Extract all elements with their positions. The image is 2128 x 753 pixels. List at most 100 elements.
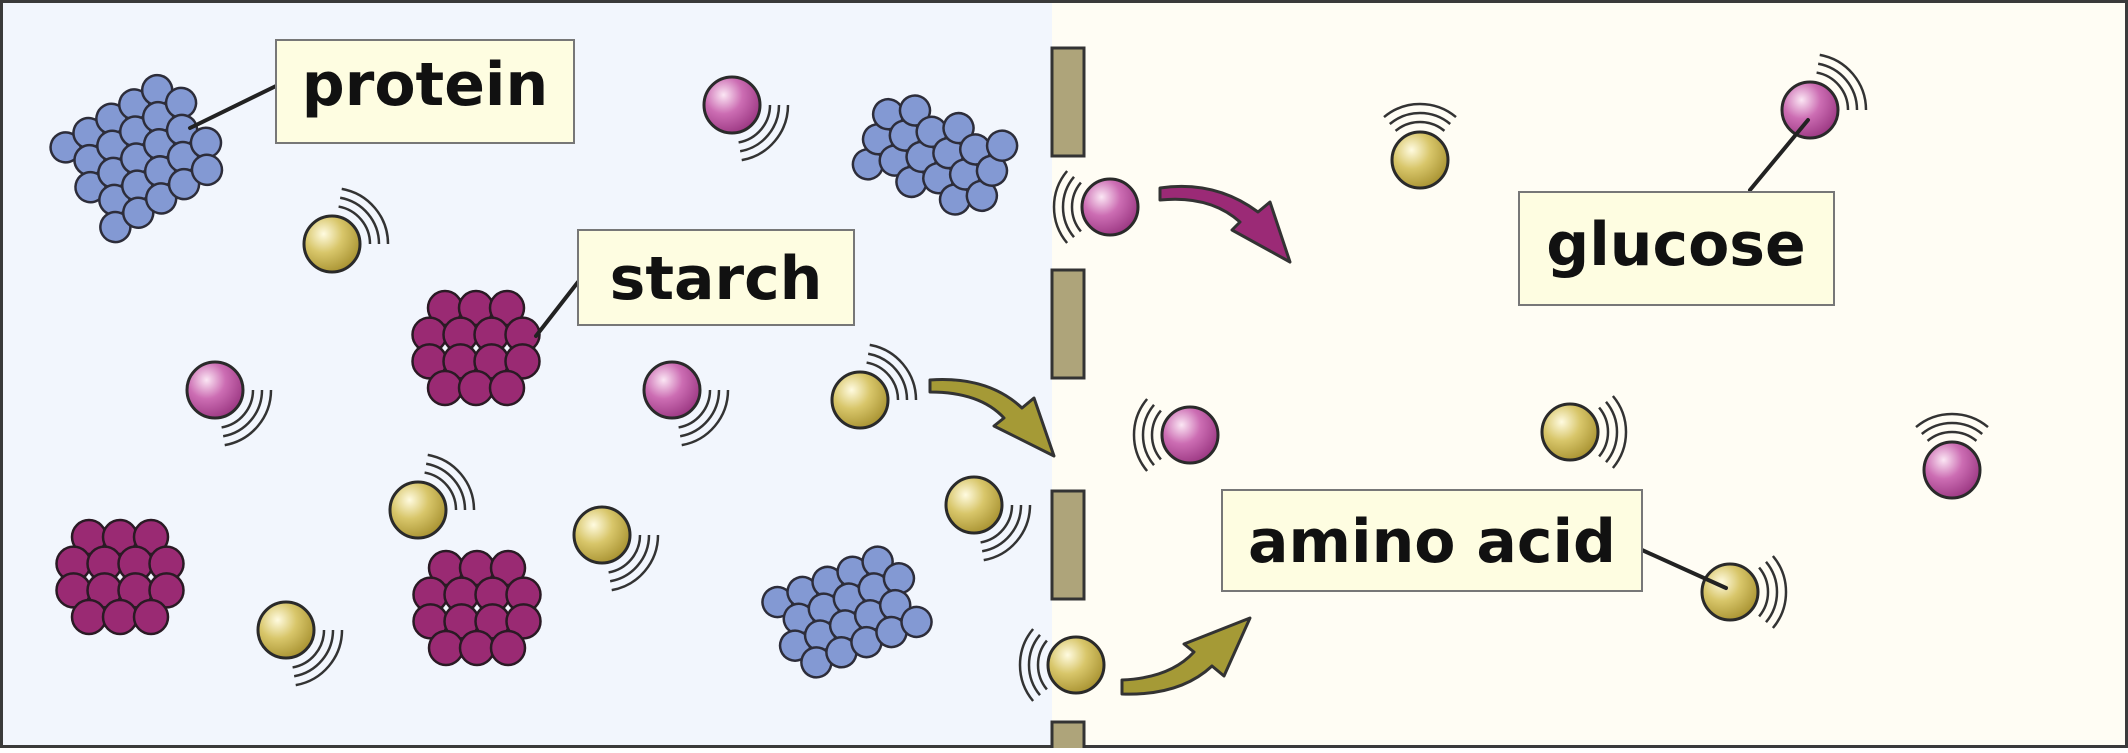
amino-acid-arrow-in <box>928 378 1056 458</box>
amino-acid-ball <box>944 475 1004 535</box>
glucose-molecule <box>1915 412 1989 500</box>
motion-arc <box>611 534 660 592</box>
leader-lines <box>188 84 1810 590</box>
motion-arc <box>867 352 909 401</box>
small-molecules <box>185 53 1989 702</box>
membrane-segment <box>1050 268 1086 380</box>
motion-arc <box>679 389 721 438</box>
motion-arc <box>1819 53 1868 111</box>
label-box <box>1518 191 1835 306</box>
membrane-segment <box>1050 720 1086 753</box>
amino-acid-molecule <box>388 453 476 540</box>
starch-bead <box>505 603 542 640</box>
motion-arc <box>1394 120 1446 132</box>
amino-acid-molecule <box>1700 555 1788 629</box>
amino-acid-ball <box>572 505 632 565</box>
glucose-molecule <box>702 75 790 162</box>
label-starch: starch <box>577 229 855 326</box>
motion-arc <box>980 504 1014 544</box>
motion-arc <box>1758 566 1770 618</box>
glucose-label: glucose <box>1546 210 1805 280</box>
motion-arc <box>741 104 790 162</box>
motion-arc <box>338 205 372 245</box>
glucose-molecule <box>1132 398 1220 472</box>
motion-arc <box>609 534 651 583</box>
starch-bead <box>458 629 496 667</box>
motion-arc <box>224 389 273 447</box>
motion-arc <box>1141 403 1155 467</box>
label-protein: protein <box>275 39 575 144</box>
membrane-segment <box>1050 46 1086 158</box>
amino-acid-molecule <box>944 475 1032 562</box>
glucose-ball <box>642 360 702 420</box>
motion-arc <box>1765 560 1779 624</box>
glucose-ball <box>1780 80 1840 140</box>
motion-arc <box>1132 398 1149 472</box>
starch-label: starch <box>610 244 823 314</box>
glucose-arrow <box>1158 184 1292 264</box>
starch-bead <box>132 518 170 556</box>
motion-arc <box>1816 71 1850 111</box>
starch-bead <box>148 572 185 609</box>
motion-arc <box>222 389 264 438</box>
protein-molecules <box>49 73 1019 679</box>
starch-molecules <box>55 289 542 667</box>
amino-acid-molecule <box>572 505 660 592</box>
amino-acid-ball <box>1046 635 1106 695</box>
glucose-ball <box>1922 440 1982 500</box>
membrane-segment <box>1050 489 1086 601</box>
starch-bead <box>101 598 139 636</box>
protein-label: protein <box>302 50 548 120</box>
starch-bead <box>504 343 541 380</box>
amino-acid-ball <box>830 370 890 430</box>
motion-arc <box>1061 175 1075 239</box>
motion-arc <box>1771 555 1788 629</box>
amino-acid-molecule <box>1383 102 1457 190</box>
starch-bead <box>488 369 526 407</box>
label-box <box>1221 489 1643 592</box>
amino-acid-ball <box>388 480 448 540</box>
motion-arc <box>1598 406 1610 458</box>
motion-arc <box>427 453 476 511</box>
motion-arc <box>293 629 335 678</box>
motion-arc <box>678 389 712 429</box>
amino-acid-molecule <box>830 343 918 430</box>
motion-arc <box>1070 181 1082 233</box>
amino-acid-ball <box>256 600 316 660</box>
motion-arc <box>1052 170 1069 244</box>
protein-bead <box>190 153 224 187</box>
label-glucose: glucose <box>1518 191 1835 306</box>
starch-bead <box>427 629 465 667</box>
starch-bead <box>70 598 108 636</box>
motion-arc <box>341 187 390 245</box>
starch-bead <box>426 369 464 407</box>
motion-arc <box>1915 412 1989 429</box>
protein-molecule <box>761 545 933 679</box>
protein-bead <box>900 605 933 639</box>
motion-arc <box>866 361 900 401</box>
motion-arc <box>339 196 381 245</box>
starch-bead <box>132 598 170 636</box>
motion-arc <box>1383 102 1457 119</box>
starch-bead <box>457 369 495 407</box>
glucose-molecule <box>1052 170 1140 244</box>
label-box <box>275 39 575 144</box>
motion-arc <box>681 389 730 447</box>
protein-molecule <box>49 73 224 244</box>
motion-arc <box>739 104 781 153</box>
motion-arc <box>608 534 642 574</box>
motion-arc <box>295 629 344 687</box>
motion-arc <box>1611 395 1628 469</box>
starch-molecule <box>55 518 185 636</box>
motion-arc <box>1926 430 1978 442</box>
amino-acid-molecule <box>1540 395 1628 469</box>
amino-acid-leader-line <box>1640 548 1728 590</box>
amino-acid-ball <box>302 214 362 274</box>
glucose-molecule <box>1780 53 1868 140</box>
glucose-leader-line <box>1748 118 1810 192</box>
motion-arc <box>424 471 458 511</box>
glucose-ball <box>702 75 762 135</box>
glucose-ball <box>1160 405 1220 465</box>
